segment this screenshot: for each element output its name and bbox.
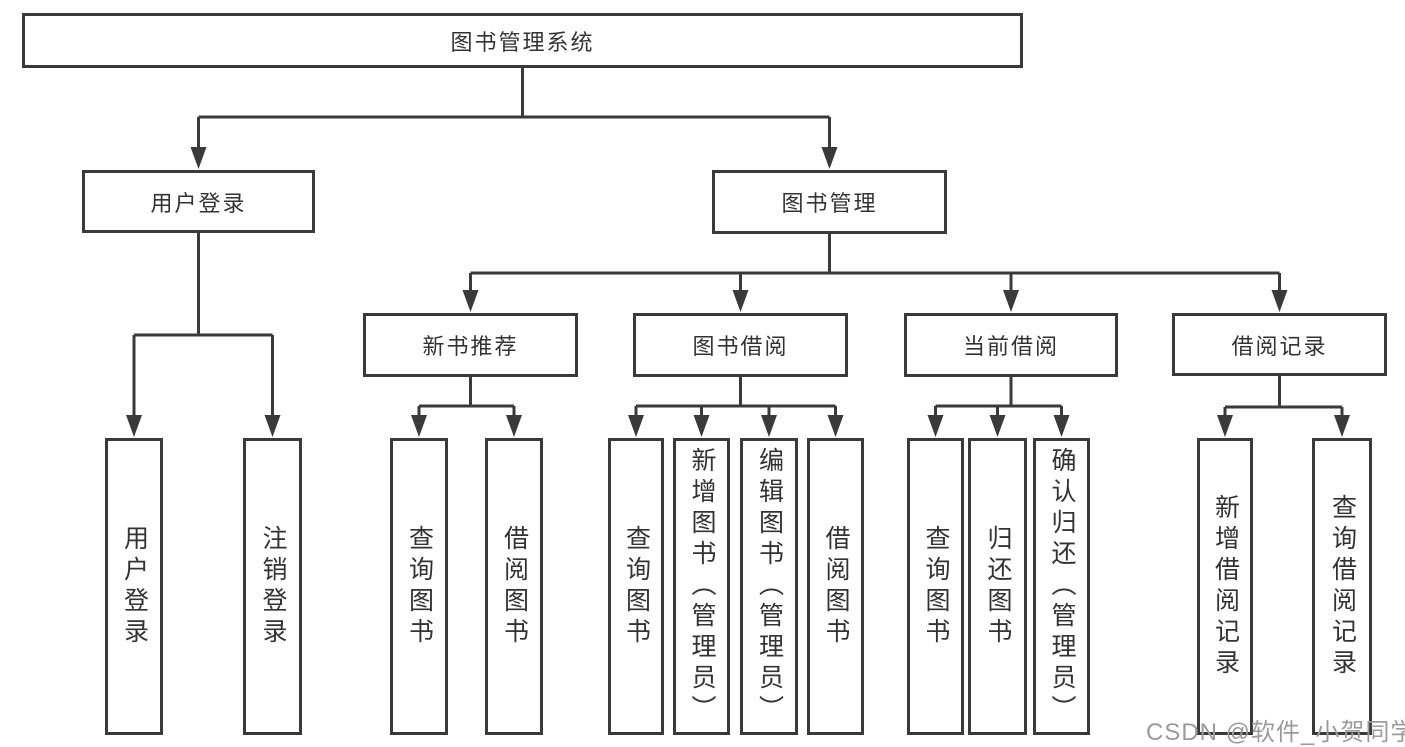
- connector-root: [197, 66, 831, 150]
- leaf-label: 注销登录: [259, 524, 287, 649]
- node-book-management: 图书管理: [712, 170, 947, 234]
- leaf-label: 编辑图书（管理员）: [755, 447, 784, 726]
- arrowhead: [462, 290, 479, 312]
- leaf-logout-login: 注销登录: [243, 438, 302, 735]
- connector-root-arrows: [190, 147, 838, 169]
- leaf-borrow-book-recommend: 借阅图书: [485, 438, 543, 735]
- leaf-add-book-admin: 新增图书（管理员）: [673, 438, 730, 735]
- arrowhead: [190, 147, 207, 169]
- arrowhead: [821, 147, 838, 169]
- node-new-book-recommend: 新书推荐: [363, 313, 578, 377]
- leaf-return-book: 归还图书: [968, 438, 1027, 735]
- leaf-label: 借阅图书: [822, 524, 850, 649]
- leaf-label: 借阅图书: [500, 524, 529, 649]
- arrowhead: [927, 415, 944, 437]
- leaf-label: 新增借阅记录: [1211, 493, 1240, 680]
- connector-current-borrow-arrows: [927, 415, 1070, 437]
- connector-user-login: [132, 231, 274, 418]
- watermark: CSDN @软件_小贺同学: [1146, 719, 1405, 746]
- leaf-query-borrow-record: 查询借阅记录: [1312, 438, 1372, 735]
- arrowhead: [827, 415, 844, 437]
- arrowhead: [1271, 290, 1288, 312]
- arrowhead: [1334, 415, 1350, 437]
- leaf-label: 新增图书（管理员）: [688, 447, 716, 726]
- arrowhead: [1053, 415, 1070, 437]
- leaf-query-book-recommend: 查询图书: [390, 438, 448, 735]
- leaf-add-borrow-record: 新增借阅记录: [1197, 438, 1253, 735]
- leaf-label: 确认归还（管理员）: [1048, 447, 1076, 726]
- arrowhead: [732, 290, 749, 312]
- arrowhead: [126, 415, 142, 437]
- leaf-query-book-current: 查询图书: [907, 438, 964, 735]
- node-current-borrow: 当前借阅: [904, 313, 1118, 377]
- connector-current-borrow: [934, 375, 1063, 418]
- arrowhead: [628, 415, 644, 437]
- connector-borrow-records-arrows: [1217, 415, 1350, 437]
- connector-book-borrow: [634, 375, 837, 418]
- node-book-borrow: 图书借阅: [633, 313, 848, 377]
- arrowhead: [1217, 415, 1233, 437]
- arrowhead: [264, 415, 281, 437]
- leaf-label: 用户登录: [120, 524, 149, 649]
- leaf-user-login: 用户登录: [105, 438, 163, 735]
- leaf-borrow-book: 借阅图书: [807, 438, 864, 735]
- connector-book-management: [469, 232, 1281, 293]
- connector-book-borrow-arrows: [628, 415, 844, 437]
- arrowhead: [761, 415, 777, 437]
- node-borrow-records: 借阅记录: [1172, 313, 1387, 376]
- leaf-label: 查询图书: [405, 524, 434, 649]
- leaf-label: 归还图书: [984, 524, 1012, 649]
- leaf-query-book-borrow: 查询图书: [608, 438, 664, 735]
- arrowhead: [411, 415, 427, 437]
- node-user-login: 用户登录: [82, 170, 315, 233]
- leaf-label: 查询图书: [622, 524, 651, 649]
- leaf-confirm-return-admin: 确认归还（管理员）: [1033, 438, 1090, 735]
- arrowhead: [506, 415, 522, 437]
- node-root: 图书管理系统: [22, 13, 1023, 68]
- connector-borrow-records: [1223, 375, 1344, 418]
- connector-book-management-arrows: [462, 290, 1288, 312]
- connector-new-book-recommend: [417, 375, 516, 418]
- connector-new-book-recommend-arrows: [411, 415, 522, 437]
- arrowhead: [989, 415, 1006, 437]
- arrowhead: [1003, 290, 1019, 312]
- leaf-edit-book-admin: 编辑图书（管理员）: [740, 438, 798, 735]
- connector-user-login-arrows: [126, 415, 281, 437]
- leaf-label: 查询借阅记录: [1328, 493, 1357, 680]
- arrowhead: [693, 415, 710, 437]
- leaf-label: 查询图书: [922, 524, 950, 649]
